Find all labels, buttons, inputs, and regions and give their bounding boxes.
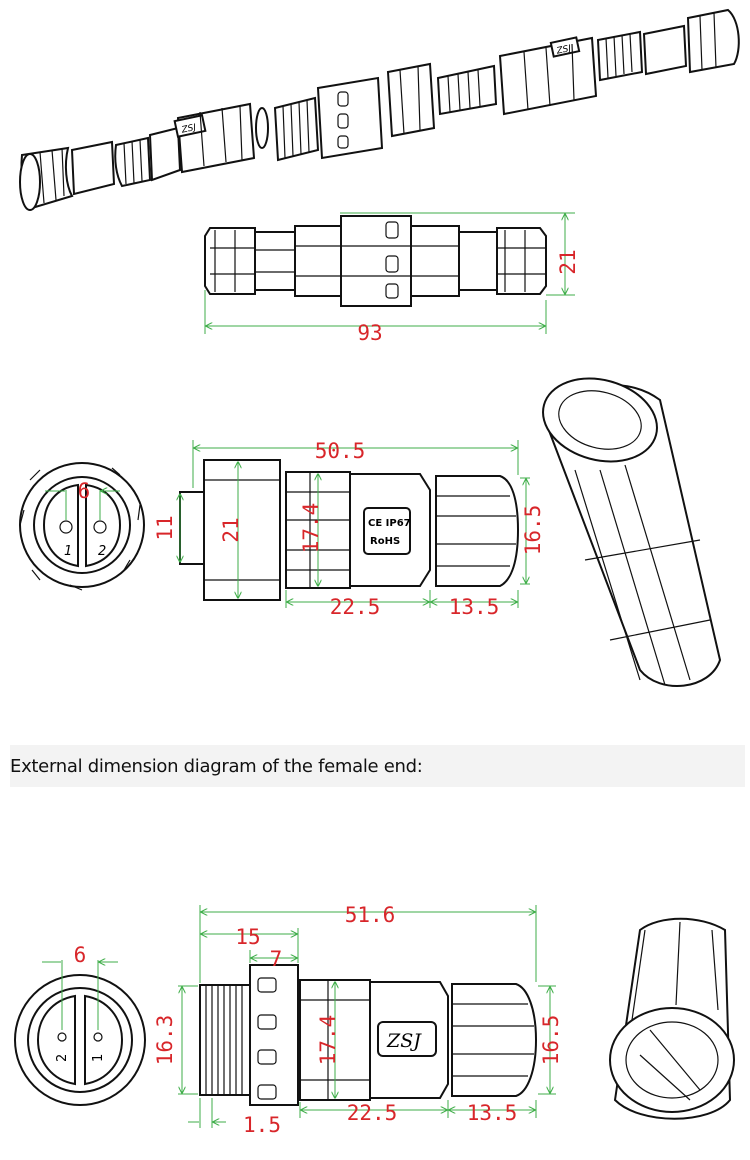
female-cap-dia-dim: 16.5: [539, 1015, 563, 1066]
male-label-ce: CE IP67: [368, 518, 411, 529]
male-body-dia-dim: 17.4: [299, 503, 323, 554]
assembly-view: 21 93: [204, 212, 580, 345]
exploded-logo-left: ZSJ: [180, 123, 198, 136]
male-pin-spacing-dim: 6: [78, 479, 91, 503]
male-front-dia-dim: 11: [153, 515, 177, 540]
female-side-view: ZSJ 51.6 15 7 16.3 17.4 16.5 22.5 13.5 1…: [153, 903, 563, 1137]
exploded-logo-right: ZSJ: [555, 44, 573, 57]
female-section-heading: External dimension diagram of the female…: [10, 756, 423, 777]
female-thread-length-dim: 15: [235, 925, 260, 949]
male-side-view: CE IP67 RoHS 50.5 11 21 17.4 22.5 13.5 1…: [153, 439, 545, 619]
male-cap-dia-dim: 16.5: [521, 505, 545, 556]
female-pin1-label: 2: [55, 1054, 70, 1062]
female-front-view: 2 1 6: [14, 943, 146, 1106]
female-thread-dia-dim: 16.3: [153, 1015, 177, 1066]
female-total-length-dim: 51.6: [345, 903, 396, 927]
male-pin1-label: 1: [64, 544, 72, 559]
male-body-length-dim: 22.5: [330, 595, 381, 619]
male-pin2-label: 2: [98, 544, 106, 559]
female-pin2-label: 1: [91, 1054, 106, 1062]
male-front-view: 1 2 6: [19, 462, 145, 591]
female-body-length-dim: 22.5: [347, 1101, 398, 1125]
male-nut-dia-dim: 21: [219, 517, 243, 542]
exploded-view: ZSJ ZSJ: [19, 8, 740, 211]
male-label-rohs: RoHS: [370, 536, 400, 547]
male-total-length-dim: 50.5: [315, 439, 366, 463]
assembly-length-dim: 93: [357, 321, 382, 345]
section-heading-band: [10, 745, 745, 787]
female-pin-spacing-dim: 6: [74, 943, 87, 967]
female-cap-length-dim: 13.5: [467, 1101, 518, 1125]
female-body-dia-dim: 17.4: [316, 1015, 340, 1066]
male-perspective-view: [542, 377, 722, 687]
female-perspective-view: [609, 917, 735, 1120]
assembly-height-dim: 21: [556, 249, 580, 274]
female-ring-length-dim: 7: [270, 947, 283, 971]
female-logo: ZSJ: [386, 1030, 422, 1052]
female-gap-dim: 1.5: [243, 1113, 281, 1137]
male-cap-length-dim: 13.5: [449, 595, 500, 619]
